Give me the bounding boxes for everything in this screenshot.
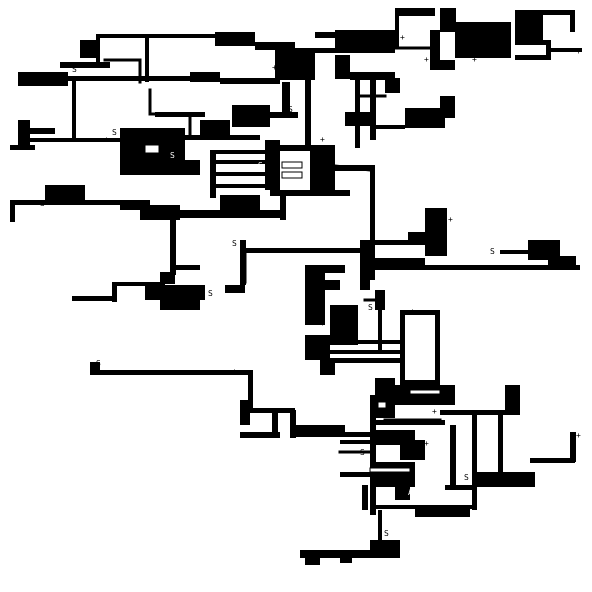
stairs-glyph: S [40,199,45,208]
map-glyphs: S S S S S S S S S S S S S S S A A + + + … [40,7,581,538]
door-glyph: + [432,407,437,416]
door-glyph: + [576,431,581,440]
stairs-glyph: S [360,448,365,457]
door-glyph: + [424,55,429,64]
room-top-right [395,8,582,70]
stairs-glyph: S [258,161,263,170]
stairs-glyph: S [384,529,389,538]
stairs-glyph: S [320,335,325,344]
stairs-glyph: S [96,359,101,368]
door-glyph: + [232,367,237,376]
room-right-mid [305,208,580,390]
door-glyph: + [405,7,410,16]
room-top-left [18,30,400,93]
stairs-glyph: S [368,303,373,312]
corridors [103,46,442,547]
door-glyph: + [232,199,237,208]
amulet-glyph: A [240,175,245,184]
door-glyph: + [104,135,109,144]
door-glyph: + [576,47,581,56]
door-glyph: + [360,239,365,248]
stairs-glyph: S [232,239,237,248]
stairs-glyph: S [490,247,495,256]
door-glyph: + [472,55,477,64]
room-lower-right [300,378,576,565]
door-glyph: + [448,215,453,224]
door-glyph: + [410,307,415,316]
amulet-glyph: A [408,488,413,497]
stairs-glyph: S [170,151,175,160]
door-glyph: + [320,135,325,144]
stairs-glyph: S [288,105,293,114]
door-glyph: + [400,33,405,42]
stairs-glyph: S [112,128,117,137]
door-glyph: + [290,143,295,152]
door-glyph: + [320,319,325,328]
door-glyph: + [424,439,429,448]
corridor-lower-left [90,362,375,438]
door-glyph: + [272,63,277,72]
stairs-glyph: S [72,65,77,74]
stairs-glyph: S [208,289,213,298]
door-glyph: + [440,111,445,120]
door-glyph: + [420,7,425,16]
floor-tiles [144,144,441,473]
room-left-lower [10,185,365,310]
stairs-glyph: S [464,473,469,482]
